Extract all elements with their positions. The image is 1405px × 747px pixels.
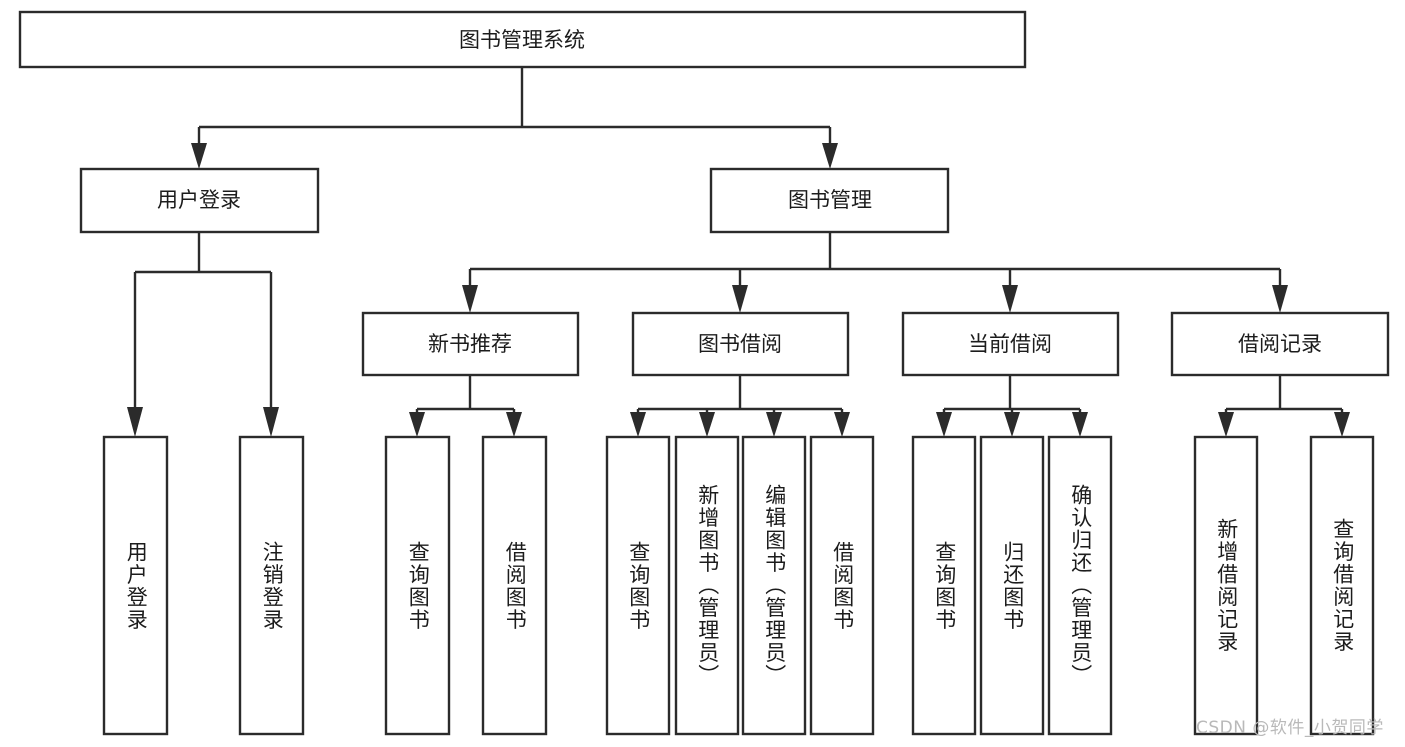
node-new-book-recommend-label: 新书推荐: [428, 332, 512, 356]
leaf-box-edit-book-admin[interactable]: [741, 435, 807, 736]
leaf-box-confirm-return-admin[interactable]: [1047, 435, 1113, 736]
connector-newbook-to-leaves: [409, 375, 522, 437]
leaf-box-return-book[interactable]: [979, 435, 1045, 736]
node-book-borrow-box[interactable]: [631, 311, 850, 377]
node-book-borrow-label: 图书借阅: [698, 332, 782, 356]
node-current-borrow-label: 当前借阅: [968, 332, 1052, 356]
node-user-login-label: 用户登录: [157, 188, 241, 212]
node-root-label: 图书管理系统: [459, 28, 585, 52]
connector-root-to-level2: [191, 67, 838, 169]
node-book-management-box[interactable]: [709, 167, 950, 234]
leaf-box-query-book-1[interactable]: [384, 435, 451, 736]
connector-bookmgmt-to-level3: [462, 232, 1288, 313]
leaf-box-borrow-book-1[interactable]: [481, 435, 548, 736]
connector-currentborrow-to-leaves: [936, 375, 1088, 437]
node-book-management-label: 图书管理: [788, 188, 872, 212]
node-root-box[interactable]: [18, 10, 1027, 69]
connector-bookborrow-to-leaves: [630, 375, 850, 437]
csdn-watermark: CSDN @软件_小贺同学: [1196, 718, 1384, 738]
node-borrow-record-label: 借阅记录: [1238, 332, 1322, 356]
leaf-box-query-borrow-record[interactable]: [1309, 435, 1375, 736]
node-current-borrow-box[interactable]: [901, 311, 1120, 377]
connector-userlogin-to-leaves: [127, 232, 279, 437]
leaf-box-borrow-book-2[interactable]: [809, 435, 875, 736]
leaf-box-add-book-admin[interactable]: [674, 435, 740, 736]
node-user-login-box[interactable]: [79, 167, 320, 234]
node-new-book-recommend-box[interactable]: [361, 311, 580, 377]
connector-borrowrecord-to-leaves: [1218, 375, 1350, 437]
node-borrow-record-box[interactable]: [1170, 311, 1390, 377]
leaf-box-query-book-2[interactable]: [605, 435, 671, 736]
leaf-box-add-borrow-record[interactable]: [1193, 435, 1259, 736]
leaf-box-user-login[interactable]: [102, 435, 169, 736]
leaf-box-query-book-3[interactable]: [911, 435, 977, 736]
leaf-box-logout[interactable]: [238, 435, 305, 736]
